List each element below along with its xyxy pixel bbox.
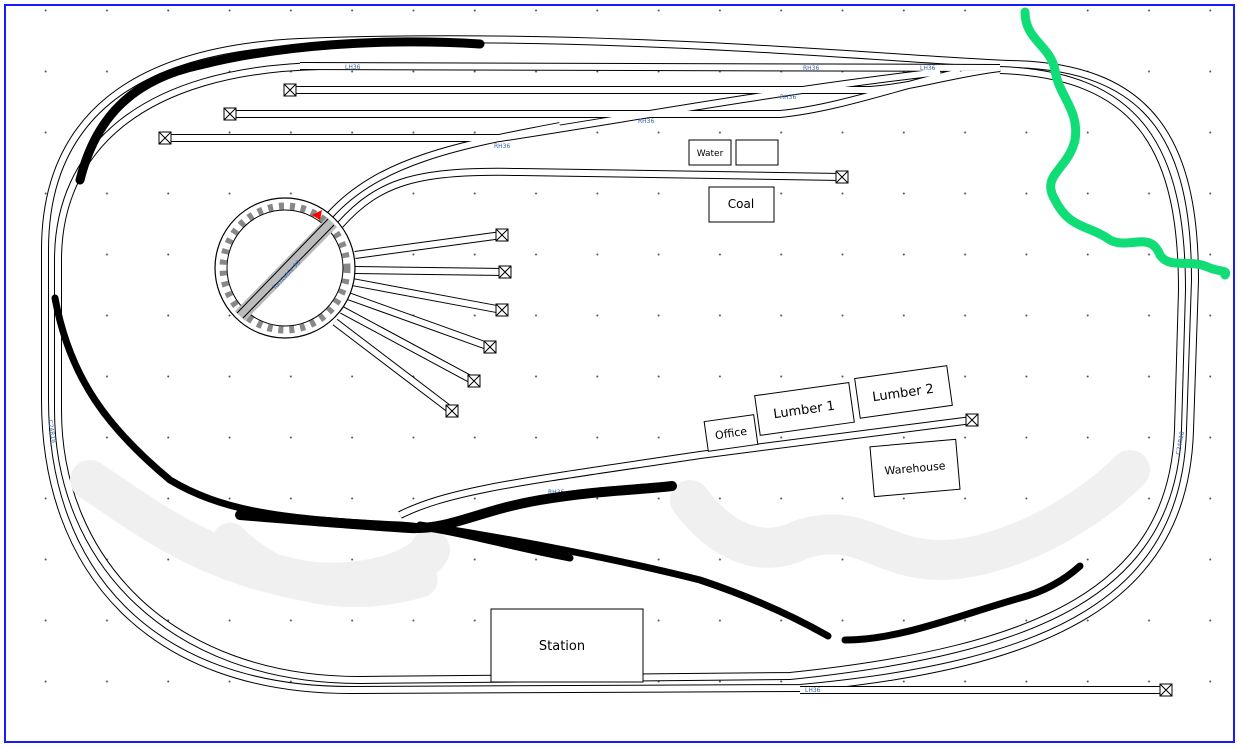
smudge-marks <box>70 450 1150 608</box>
building-office[interactable]: Office <box>703 414 759 452</box>
green-marker-stroke <box>1020 7 1231 280</box>
building-label: Station <box>539 639 585 654</box>
track-label: RH36 <box>638 118 654 125</box>
bumper-stops <box>158 83 1173 697</box>
track-label: LH36 <box>920 65 936 72</box>
building-label: Coal <box>728 197 754 211</box>
turntable-arrow-icon <box>312 210 322 220</box>
building-lumber-2[interactable]: Lumber 2 <box>854 365 953 419</box>
black-marker-strokes <box>51 37 1084 644</box>
building-station[interactable]: Station <box>490 608 644 683</box>
track-label: RH36 <box>780 94 796 101</box>
building-label: Water <box>697 149 724 159</box>
building-lumber-1[interactable]: Lumber 1 <box>754 381 855 436</box>
track-label: RH36 <box>803 65 819 72</box>
building-coal[interactable]: Coal <box>708 186 775 223</box>
track-group <box>41 35 1200 697</box>
building-water[interactable]: Water <box>688 139 732 166</box>
track-label: RH36 <box>494 143 510 150</box>
track-label: C24R18 <box>46 419 57 444</box>
track-label: LH36 <box>805 687 821 694</box>
building-warehouse[interactable]: Warehouse <box>869 438 961 498</box>
turntable[interactable]: Turntable 90 <box>214 197 356 339</box>
inner-loop-track[interactable] <box>54 62 1187 685</box>
building-label: Office <box>714 425 748 442</box>
building-label: Warehouse <box>884 459 946 477</box>
track-label: C24R18 <box>1175 431 1186 456</box>
track-label: LH36 <box>345 64 361 71</box>
building-unlabeled[interactable] <box>735 139 779 166</box>
